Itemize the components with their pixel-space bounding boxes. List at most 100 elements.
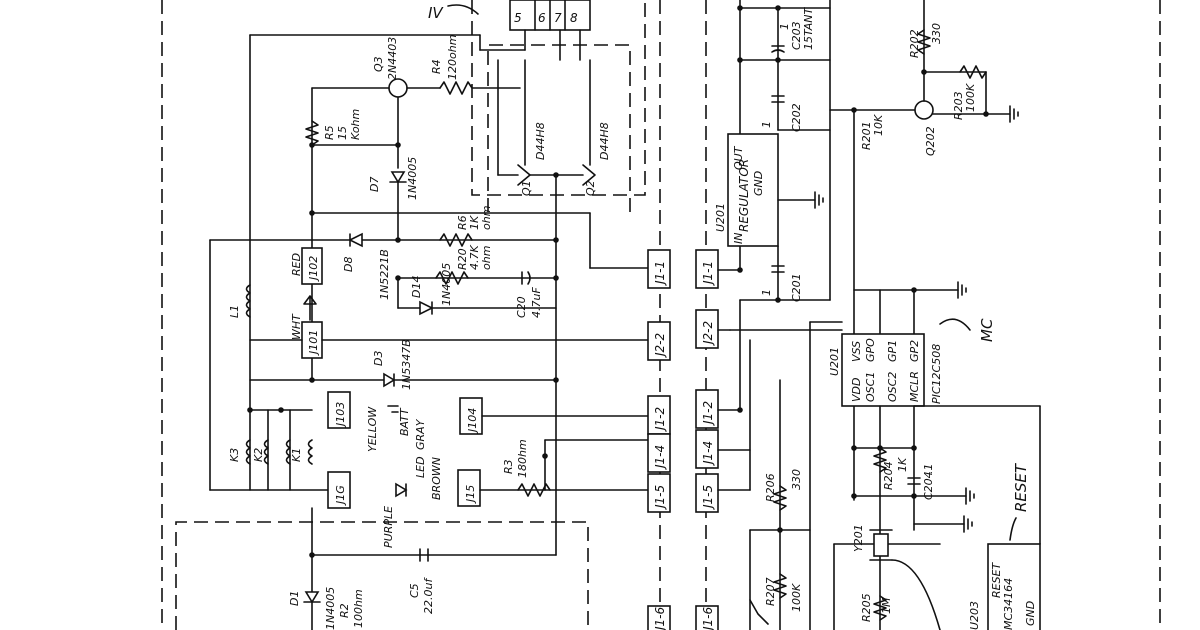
r202-value: 330 — [930, 23, 943, 44]
d3-diode — [383, 372, 396, 388]
r205-label: R205 — [860, 593, 873, 622]
regulator-in: IN — [732, 233, 745, 244]
r201-label: R201 — [860, 121, 873, 150]
r204-resistor — [873, 447, 887, 473]
r5-resistor — [305, 120, 319, 146]
regulator-ic — [727, 133, 779, 247]
d14-diode — [419, 300, 434, 316]
c203-value: 1 — [778, 23, 791, 30]
r3-resistor — [517, 483, 551, 497]
q2-label: Q2 — [584, 180, 597, 196]
reset-ic — [987, 543, 1041, 630]
c203-type: 15TANT — [802, 7, 815, 50]
connector-right-j2-2 — [695, 309, 719, 349]
j15-jack — [457, 469, 481, 507]
mcu-pin-right: GP1 — [886, 340, 899, 362]
r20-label: R20 — [456, 248, 469, 270]
regulator-gnd: GND — [752, 171, 765, 196]
mcu-pin-left: OSC1 — [864, 372, 877, 402]
k2-label: K2 — [252, 448, 265, 462]
l1-inductor — [245, 284, 251, 318]
crystal-leader — [891, 559, 941, 630]
r202-resistor — [917, 29, 931, 55]
connector-label: J2-2 — [701, 321, 715, 346]
r201-value: 10K — [872, 114, 885, 136]
wire-color-gray: GRAY — [414, 418, 427, 450]
regulator-ref: U201 — [714, 203, 727, 232]
q3-part: 2N4403 — [386, 37, 399, 80]
r5-label: R5 — [323, 125, 336, 140]
r202-label: R202 — [908, 29, 921, 58]
c5-label: C5 — [408, 583, 421, 598]
r3-value: 180hm — [516, 439, 529, 478]
connector-right-j1-6 — [695, 605, 719, 630]
r203-label: R203 — [952, 91, 965, 120]
r4-resistor — [439, 81, 521, 95]
r20-resistor — [435, 271, 469, 285]
connector-left-j1-6 — [647, 605, 671, 630]
r207-label: R207 — [764, 577, 777, 606]
d8-label: D8 — [342, 257, 355, 272]
mcu-pin-right: GP2 — [908, 340, 921, 362]
r6-label: R6 — [456, 215, 469, 230]
reset-ic-ref: U203 — [968, 601, 981, 630]
d3-part: 1N5347B — [400, 339, 413, 390]
r6-resistor — [439, 233, 473, 247]
plug-symbol — [303, 295, 317, 321]
c204-label: C204 — [922, 471, 935, 500]
q2-part: D44H8 — [598, 122, 611, 160]
r5-value-unit: Kohm — [349, 109, 362, 140]
r206-value: 330 — [790, 469, 803, 490]
q1-part: D44H8 — [534, 122, 547, 160]
d3-label: D3 — [372, 351, 385, 366]
c5-value: 22.0uf — [422, 577, 435, 614]
connector-left-j1-4 — [647, 433, 671, 473]
j102-label: J102 — [307, 256, 320, 282]
wire-color-brown: BROWN — [430, 457, 443, 500]
connector-right-j1-1 — [695, 249, 719, 289]
d7-label: D7 — [368, 177, 381, 192]
q3-transistor — [388, 78, 408, 98]
ic-pin-label: 7 — [554, 11, 562, 25]
connector-left-j2-2 — [647, 321, 671, 361]
connector-label: J1-5 — [653, 485, 667, 510]
k2-coil — [263, 439, 269, 465]
reset-ic-part: MC34164 — [1002, 578, 1015, 630]
r4-label: R4 — [430, 59, 443, 74]
label-led: LED — [414, 456, 427, 478]
connector-label: J1-6 — [701, 606, 715, 630]
right-connector-column — [695, 249, 719, 630]
mcu-note-leader — [939, 318, 971, 331]
power-section-dashed-box — [175, 521, 589, 630]
connector-label: J2-2 — [653, 333, 667, 358]
j15-label: J15 — [464, 485, 477, 504]
mcu-pin-right: GPO — [864, 338, 877, 362]
q202-transistor — [914, 100, 934, 120]
r20-unit: ohm — [480, 246, 493, 270]
connector-label: J1-6 — [653, 606, 667, 630]
r6-value: 1K — [468, 215, 481, 230]
connector-label: J1-4 — [653, 445, 667, 470]
q3-label: Q3 — [372, 56, 385, 72]
k1-coil — [285, 439, 291, 465]
r204-value: 1K — [896, 457, 909, 472]
j101-label: J101 — [307, 330, 320, 356]
r203-resistor — [959, 65, 987, 79]
k3-coil — [245, 439, 251, 465]
c203-label: C203 — [790, 21, 803, 50]
r205-value: 1M — [880, 597, 893, 614]
r6-unit: ohm — [480, 206, 493, 230]
wire-color-wht: WHT — [290, 313, 303, 340]
mcu-ref: U201 — [828, 347, 841, 376]
j16-label: J1G — [334, 485, 347, 506]
d8-part: 1N5221B — [378, 249, 391, 300]
r206-label: R206 — [764, 473, 777, 502]
d1-label: D1 — [288, 591, 301, 606]
d7-diode — [390, 171, 406, 184]
connector-right-j1-2 — [695, 389, 719, 429]
wire-color-yellow: YELLOW — [366, 406, 379, 452]
c204-value: .1 — [922, 464, 935, 475]
y201-crystal — [873, 533, 889, 557]
connector-label: J1-4 — [701, 441, 715, 466]
r206-resistor — [773, 485, 787, 511]
